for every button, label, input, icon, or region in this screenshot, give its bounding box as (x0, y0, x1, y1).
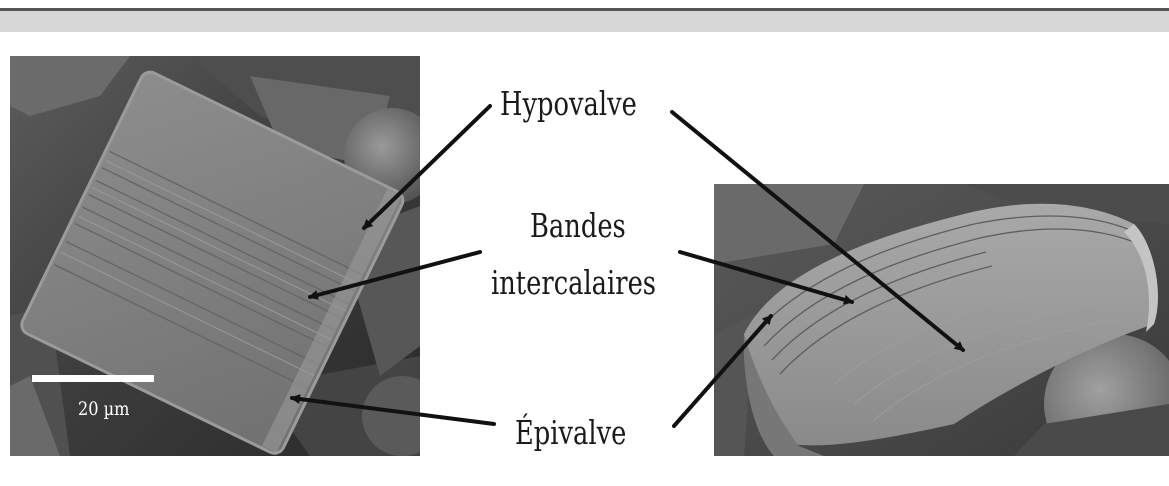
label-hypovalve: Hypovalve (500, 84, 637, 124)
label-epivalve: Épivalve (515, 413, 626, 453)
label-intercalaires: intercalaires (491, 263, 656, 303)
sem-image-oblique-view (714, 184, 1169, 456)
header-grey-bar (0, 11, 1169, 32)
label-bandes: Bandes (530, 206, 626, 246)
sem-image-girdle-view (10, 56, 420, 456)
header-band (0, 0, 1169, 34)
scale-bar-label: 20 µm (78, 398, 130, 420)
